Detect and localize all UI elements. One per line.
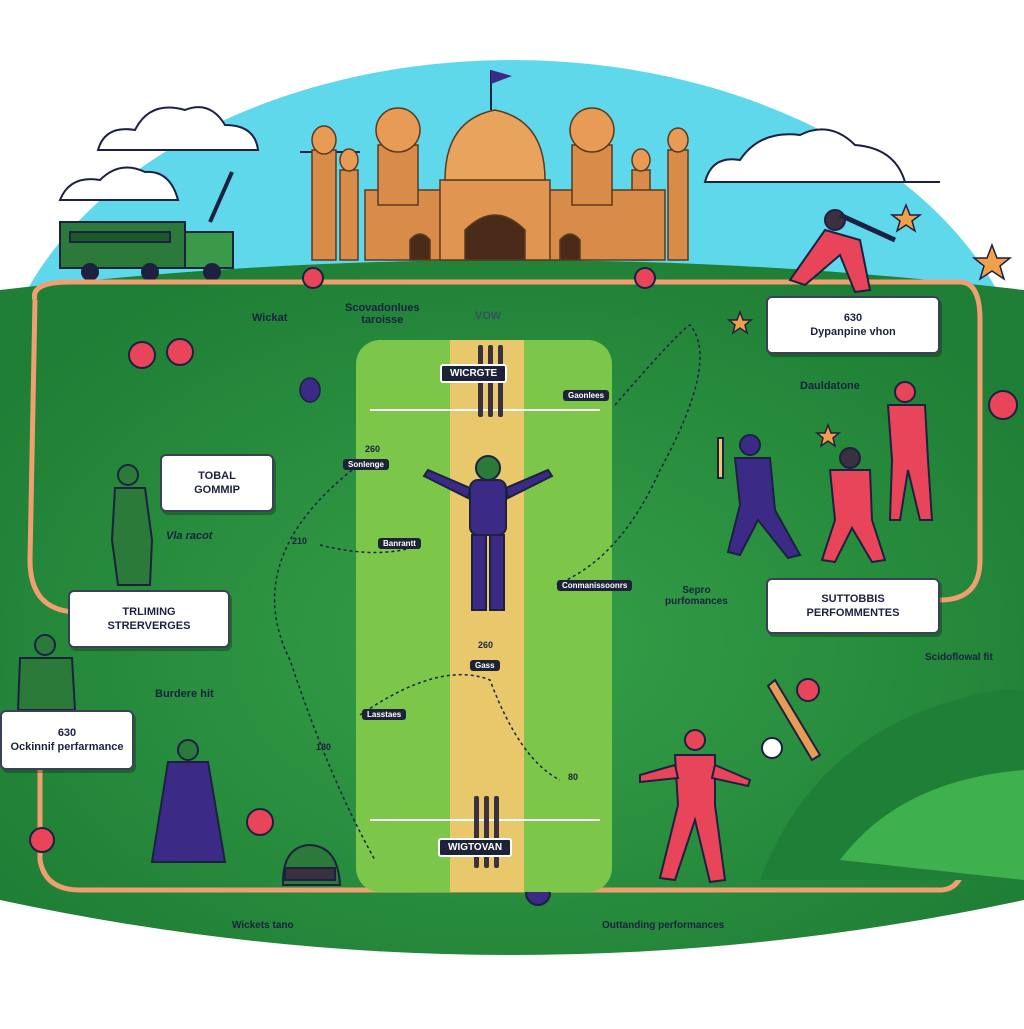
- bird-icon: [299, 377, 321, 403]
- fielder-figures-right: [717, 381, 934, 564]
- label-burdere-hit: Burdere hit: [155, 688, 214, 700]
- info-box-line: PERFOMMENTES: [806, 607, 900, 619]
- number-label: 210: [292, 536, 308, 546]
- info-box-line: 630: [843, 312, 863, 324]
- info-box-line: TOBAL: [198, 470, 236, 482]
- label-outstanding-performances: Outtanding performances: [602, 920, 725, 931]
- palace-icon: [311, 70, 689, 261]
- number-label: 80: [568, 772, 579, 782]
- info-box-top-right: 630 Dypanpine vhon: [766, 296, 940, 354]
- pitch-tag-bottom: WIGTOVAN: [438, 838, 513, 857]
- info-box-line: TRLIMING: [122, 606, 176, 618]
- number-label: 180: [316, 742, 332, 752]
- info-box-right-mid: SUTTOBBIS PERFOMMENTES: [766, 578, 940, 634]
- small-tag: Lasstaes: [362, 709, 407, 720]
- spectator-figures-left: [16, 464, 227, 863]
- number-label: 260: [365, 444, 381, 454]
- label-top-center: Scovadonlues taroisse: [345, 302, 420, 326]
- info-box-line: STRERVERGES: [107, 620, 191, 632]
- bat-icon: [766, 678, 822, 762]
- info-box-line: Dypanpine vhon: [810, 326, 896, 338]
- small-tag: Sonlenge: [343, 459, 390, 470]
- label-score-performances: Sepro purfomances: [665, 585, 728, 607]
- info-box-left-upper: TOBAL GOMMIP: [160, 454, 274, 512]
- fielder-figure-bottom: [639, 729, 752, 884]
- label-vla-racot: Vla racot: [166, 530, 213, 542]
- label-wickat: Wickat: [252, 312, 288, 324]
- info-box-left-mid: TRLIMING STRERVERGES: [68, 590, 230, 648]
- label-side-right: Scidoflowal fit: [925, 652, 993, 663]
- small-tag: Conmanissoonrs: [557, 580, 633, 591]
- info-box-left-lower: 630 Ockinnif perfarmance: [0, 710, 134, 770]
- info-box-line: Ockinnif perfarmance: [10, 741, 124, 753]
- small-tag: Gaonlees: [563, 390, 610, 401]
- cloud-icon: [58, 106, 907, 201]
- info-box-line: 630: [57, 727, 77, 739]
- label-vow: VOW: [475, 310, 502, 322]
- swirl-decoration: [760, 690, 1024, 880]
- helmet-icon: [281, 843, 342, 886]
- info-box-line: SUTTOBBIS: [821, 593, 885, 605]
- small-tag: Banrantt: [378, 538, 421, 549]
- batsman-figure: [788, 209, 897, 294]
- small-tag: Gass: [470, 660, 500, 671]
- truck-icon: [59, 171, 234, 281]
- info-box-line: GOMMIP: [194, 484, 240, 496]
- number-label: 260: [478, 640, 494, 650]
- label-wickets-taken: Wickets tano: [232, 920, 294, 931]
- label-dauldatone: Dauldatone: [800, 380, 860, 392]
- star-icon: [726, 202, 1013, 448]
- pitch-tag-top: WICRGTE: [440, 364, 508, 383]
- umpire-figure: [422, 455, 554, 611]
- cricket-ball-icon: [128, 338, 820, 836]
